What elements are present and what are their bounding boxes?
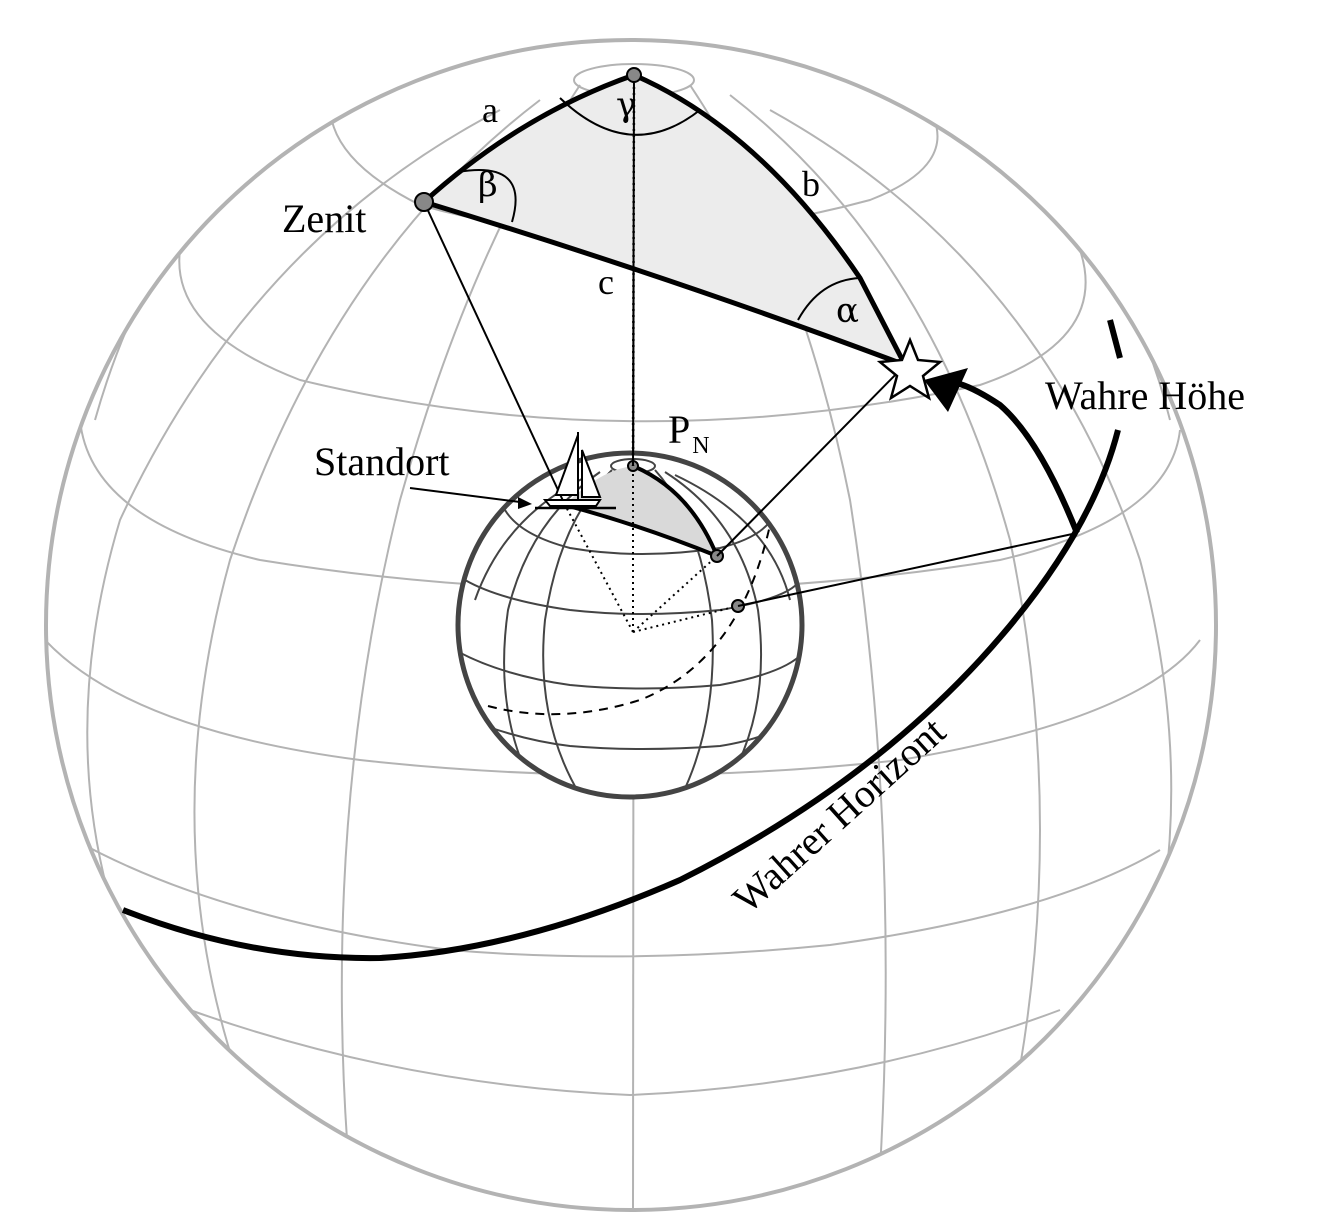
earth-triangle-edges bbox=[564, 464, 719, 558]
nautical-triangle bbox=[422, 72, 908, 368]
connecting-lines bbox=[423, 74, 1078, 607]
side-a-label: a bbox=[482, 90, 498, 130]
angle-gamma-label: γ bbox=[616, 85, 636, 125]
true-altitude-arrowhead bbox=[924, 368, 968, 412]
true-altitude-arc bbox=[951, 379, 1080, 535]
triangle-area bbox=[424, 75, 905, 365]
position-label: Standort bbox=[314, 439, 450, 484]
side-b-label: b bbox=[802, 164, 820, 204]
true-horizon-line-upper bbox=[1107, 319, 1123, 359]
angle-arc-beta bbox=[457, 169, 517, 223]
earth-outline bbox=[455, 450, 805, 800]
celestial-sphere-outline bbox=[44, 38, 1218, 1212]
true-horizon-line bbox=[121, 429, 1121, 962]
earth-horizon-dashed bbox=[487, 524, 771, 716]
angle-alpha-label: α bbox=[836, 291, 859, 331]
position-pointer-head bbox=[518, 497, 532, 509]
side-b-line bbox=[632, 72, 908, 367]
celestial-pole-point bbox=[626, 67, 642, 83]
side-c-line bbox=[423, 199, 906, 368]
position-pointer bbox=[409, 487, 529, 504]
zenith-point bbox=[414, 192, 434, 212]
earth-radius-lines bbox=[564, 466, 739, 633]
true-altitude-label: Wahre Höhe bbox=[1045, 373, 1245, 418]
pole-label-main: P bbox=[668, 407, 690, 452]
angle-arc-gamma bbox=[559, 97, 701, 136]
celestial-sphere bbox=[44, 38, 1218, 1212]
earth-triangle-area bbox=[565, 466, 717, 556]
angle-beta-label: β bbox=[478, 165, 498, 205]
sailboat-icon bbox=[535, 432, 616, 510]
zenith-label: Zenit bbox=[282, 196, 366, 241]
side-a-line bbox=[422, 72, 635, 204]
side-c-label: c bbox=[598, 262, 614, 302]
star-icon bbox=[876, 336, 944, 401]
angle-arc-alpha bbox=[797, 277, 861, 321]
celestial-grid bbox=[46, 63, 1201, 1210]
earth-globe bbox=[455, 450, 805, 800]
pole-label-subscript: N bbox=[692, 433, 709, 459]
pole-label: PN bbox=[668, 407, 710, 459]
